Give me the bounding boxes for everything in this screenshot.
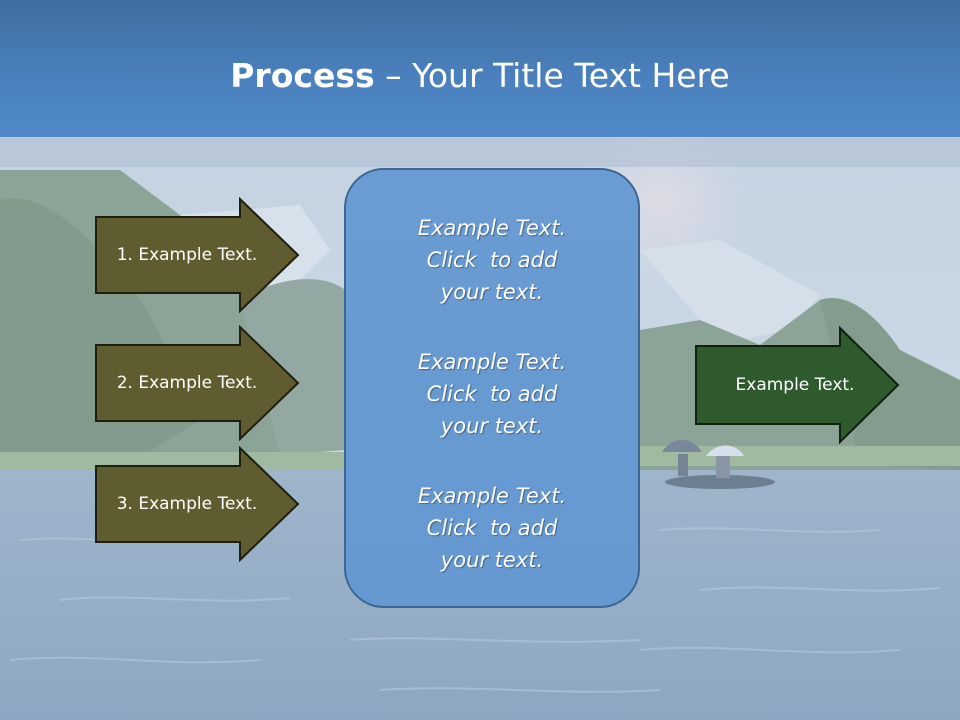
center-text-line: your text. xyxy=(440,280,544,304)
center-text-line: Example Text. xyxy=(417,484,567,508)
center-text-block-3[interactable]: Example Text. Click to add your text. xyxy=(346,480,638,576)
center-text-line: Example Text. xyxy=(417,350,567,374)
right-arrow-shape-icon xyxy=(95,197,300,313)
right-arrow-shape-icon xyxy=(695,326,900,444)
input-arrow-1-label: 1. Example Text. xyxy=(116,245,258,265)
output-arrow[interactable]: Example Text. xyxy=(694,326,900,444)
center-text-block-2[interactable]: Example Text. Click to add your text. xyxy=(346,346,638,442)
center-text-line: Example Text. xyxy=(417,216,567,240)
input-arrow-1[interactable]: 1. Example Text. xyxy=(94,197,300,313)
input-arrow-3[interactable]: 3. Example Text. xyxy=(94,446,300,562)
center-text-line: your text. xyxy=(440,548,544,572)
input-arrow-2-label: 2. Example Text. xyxy=(116,373,258,393)
input-arrow-2[interactable]: 2. Example Text. xyxy=(94,325,300,441)
center-text-line: your text. xyxy=(440,414,544,438)
input-arrow-3-label: 3. Example Text. xyxy=(116,494,258,514)
header-strip xyxy=(0,137,960,167)
title-strong-text: Process xyxy=(230,56,375,95)
right-arrow-shape-icon xyxy=(95,325,300,441)
slide-title[interactable]: Process – Your Title Text Here xyxy=(0,54,960,98)
center-text-block-1[interactable]: Example Text. Click to add your text. xyxy=(346,212,638,308)
right-arrow-shape-icon xyxy=(95,446,300,562)
title-rest-text: – Your Title Text Here xyxy=(374,56,730,95)
output-arrow-label: Example Text. xyxy=(735,375,855,395)
center-text-line: Click to add xyxy=(426,516,558,540)
title-bar: Process – Your Title Text Here xyxy=(0,0,960,137)
center-text-line: Click to add xyxy=(426,382,558,406)
center-text-line: Click to add xyxy=(426,248,558,272)
center-process-box[interactable]: Example Text. Click to add your text. Ex… xyxy=(344,168,640,608)
